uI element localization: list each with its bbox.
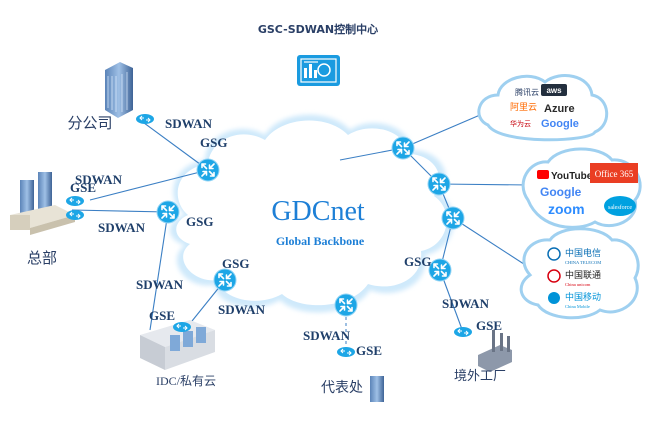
idc-label: IDC/私有云 xyxy=(156,374,216,388)
azure-logo: Azure xyxy=(544,103,575,115)
hq-label: 总部 xyxy=(27,249,57,267)
controller-title: GSC-SDWAN控制中心 xyxy=(258,22,378,36)
branch-sdwan-label: SDWAN xyxy=(165,116,213,131)
china-telecom-en: CHINA TELECOM xyxy=(565,260,601,265)
china-mobile-en: China Mobile xyxy=(565,304,590,309)
rep-sdwan-label: SDWAN xyxy=(303,328,351,343)
gse-factory-label: GSE xyxy=(476,318,502,333)
line-idc-gsg1 xyxy=(149,211,169,331)
line-branch-gsg xyxy=(139,119,209,171)
line-hq-gsg2 xyxy=(71,209,169,213)
hq-gse-icon-1 xyxy=(65,195,85,207)
gsg-rep-router-icon xyxy=(334,293,358,317)
china-unicom-en: China unicom xyxy=(565,282,591,287)
rep-office-building-icon xyxy=(370,376,384,402)
idc-gse-icon xyxy=(172,321,192,333)
line-saas xyxy=(438,183,531,186)
factory-sdwan-label: SDWAN xyxy=(442,296,490,311)
gsg-branch-label: GSG xyxy=(200,135,227,150)
factory-gse-icon xyxy=(453,326,473,338)
branch-gse-icon xyxy=(135,113,155,125)
gdcnet-cloud xyxy=(170,114,455,313)
saas-bubble: YouTube Office 365 Google zoom salesforc… xyxy=(521,147,642,229)
line-public-cloud xyxy=(402,114,481,149)
rep-gse-icon xyxy=(336,346,356,358)
gse-hq-label: GSE xyxy=(70,180,96,195)
google-logo: Google xyxy=(540,185,582,199)
core-subtitle: Global Backbone xyxy=(276,234,365,248)
carriers-bubble: 中国电信 CHINA TELECOM 中国联通 China unicom 中国移… xyxy=(519,227,640,320)
gsg-hq-router-icon xyxy=(156,200,180,224)
office365-logo: Office 365 xyxy=(595,169,634,179)
gsg-hq-label: GSG xyxy=(186,214,213,229)
idc-sdwan-label-2: SDWAN xyxy=(218,302,266,317)
hq-gse-icon-2 xyxy=(65,209,85,221)
aliyun-logo: 阿里云 xyxy=(510,102,537,112)
huawei-cloud-logo: 华为云 xyxy=(510,119,531,128)
gse-rep-label: GSE xyxy=(356,343,382,358)
hq-building-icon xyxy=(10,172,75,235)
china-telecom-logo: 中国电信 xyxy=(565,247,601,258)
aws-logo: aws xyxy=(546,86,562,95)
google-cloud-logo: Google xyxy=(541,118,579,130)
gsg-factory-router-icon xyxy=(428,258,452,282)
china-unicom-logo: 中国联通 xyxy=(565,269,601,280)
idc-sdwan-label-1: SDWAN xyxy=(136,277,184,292)
salesforce-logo: salesforce xyxy=(608,204,632,211)
hq-sdwan-label-2: SDWAN xyxy=(98,220,146,235)
idc-server-icon xyxy=(140,320,215,370)
china-mobile-logo: 中国移动 xyxy=(565,291,601,302)
branch-building-icon xyxy=(105,62,133,118)
gsg-branch-router-icon xyxy=(196,158,220,182)
hq-sdwan-label-1: SDWAN xyxy=(75,172,123,187)
line-hq-gsg1 xyxy=(89,169,209,201)
factory-icon xyxy=(478,330,512,372)
gsg-factory-label: GSG xyxy=(404,254,431,269)
public-cloud-bubble: 腾讯云 aws 阿里云 Azure 华为云 Google xyxy=(477,74,609,142)
core-title: GDCnet xyxy=(271,196,365,227)
gsg-idc-router-icon xyxy=(213,268,237,292)
rep-label: 代表处 xyxy=(321,380,363,396)
branch-label: 分公司 xyxy=(67,114,112,132)
tencent-cloud-logo: 腾讯云 xyxy=(515,87,539,97)
pop-router-1-icon xyxy=(391,136,415,160)
zoom-logo: zoom xyxy=(548,201,585,217)
gse-idc-label: GSE xyxy=(149,308,175,323)
pop-router-3-icon xyxy=(441,206,465,230)
dashboard-icon xyxy=(297,55,340,86)
youtube-logo: YouTube xyxy=(551,171,593,182)
gsg-idc-label: GSG xyxy=(222,256,249,271)
pop-router-2-icon xyxy=(427,172,451,196)
factory-label: 境外工厂 xyxy=(454,369,506,384)
line-carriers xyxy=(452,217,531,269)
